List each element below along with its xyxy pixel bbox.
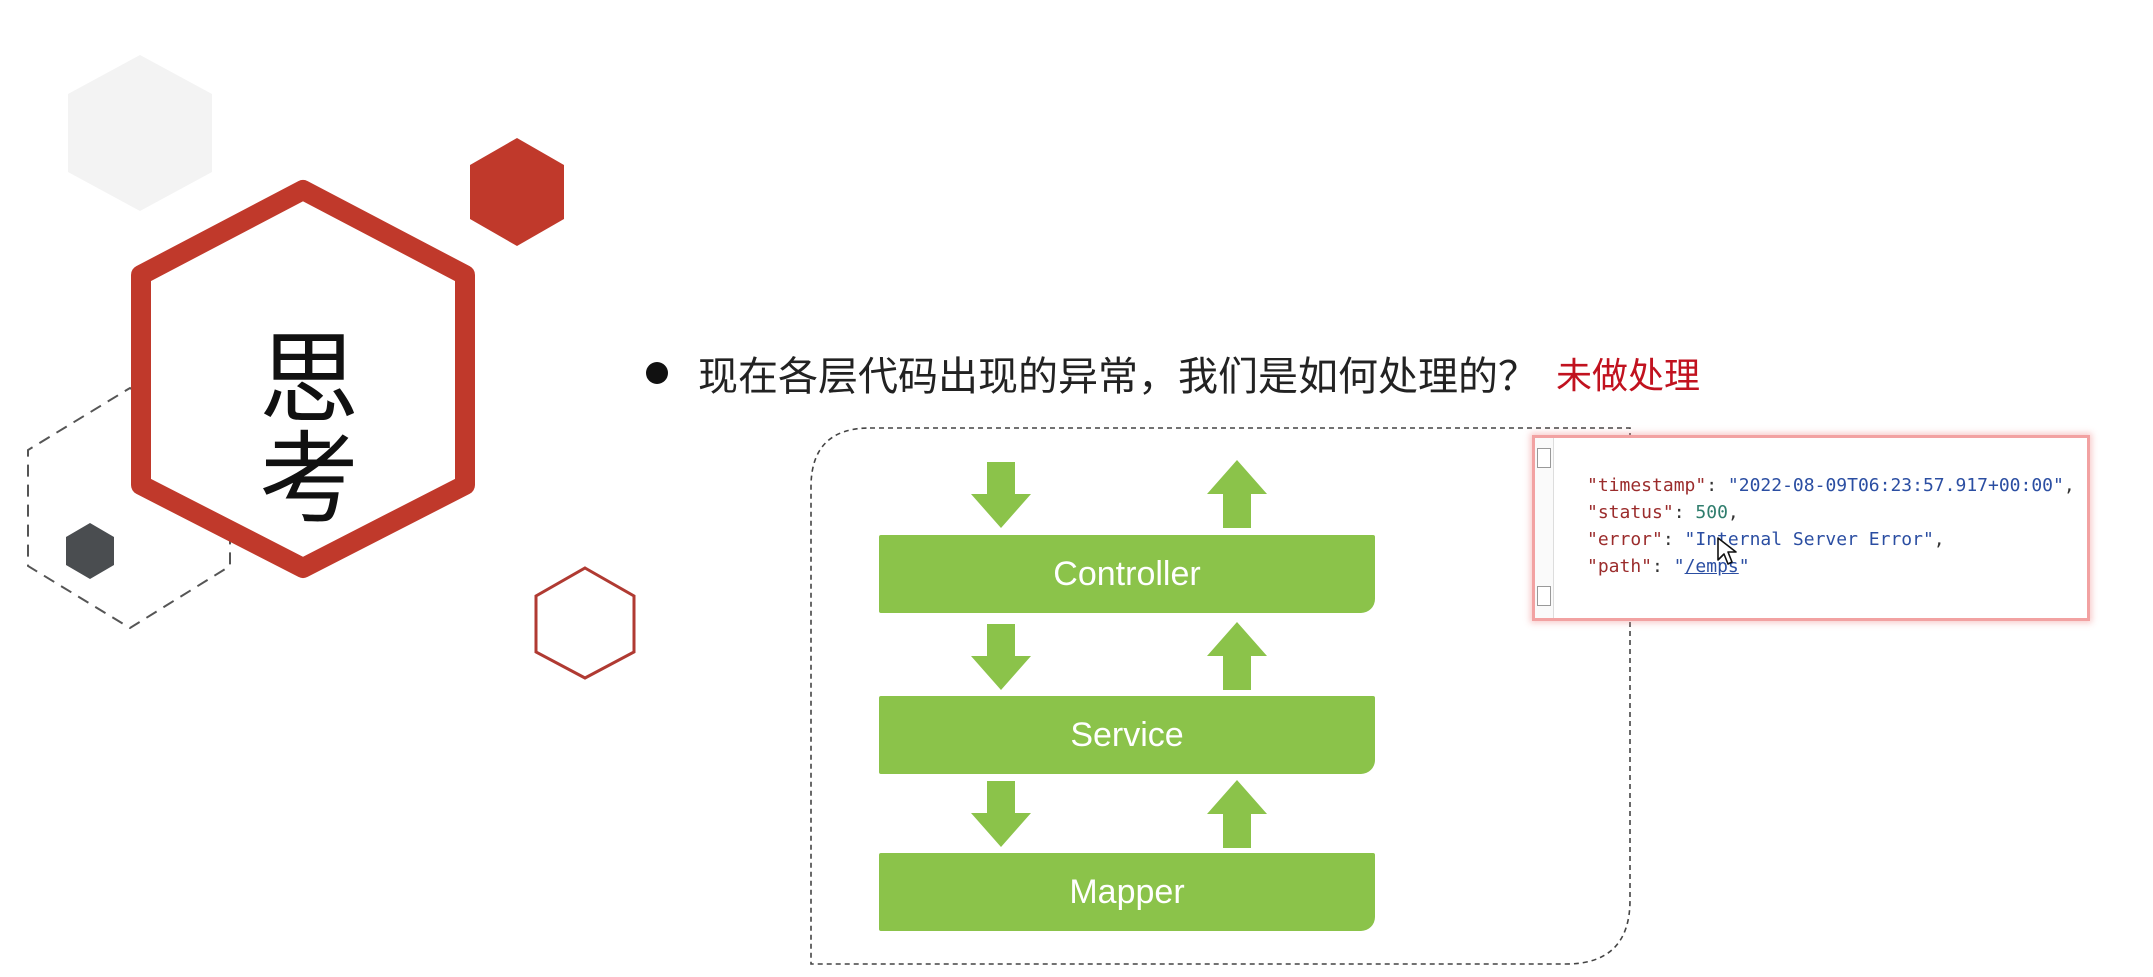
- json-key: "error": [1587, 529, 1663, 550]
- json-string: "2022-08-09T06:23:57.917+00:00": [1727, 475, 2064, 496]
- error-json-code: "timestamp": "2022-08-09T06:23:57.917+00…: [1587, 475, 2075, 577]
- path-link[interactable]: /emps: [1684, 556, 1739, 577]
- slide-title: 思考: [259, 321, 361, 538]
- bullet-icon: [646, 362, 668, 384]
- arrow-up-icon: [1207, 460, 1267, 528]
- error-response-box: "timestamp": "2022-08-09T06:23:57.917+00…: [1532, 435, 2090, 621]
- mouse-cursor-icon: [1717, 537, 1737, 565]
- main-hexagon-shape: [131, 180, 475, 578]
- fold-icon[interactable]: [1537, 586, 1551, 606]
- json-number: 500: [1695, 502, 1728, 523]
- layer-controller: Controller: [879, 535, 1375, 613]
- diagram-frame: [810, 427, 1631, 965]
- json-key: "path": [1587, 556, 1653, 577]
- json-key: "status": [1587, 502, 1674, 523]
- dark-hexagon-shape: [66, 523, 114, 579]
- arrow-down-icon: [971, 624, 1031, 690]
- arrow-down-icon: [971, 781, 1031, 847]
- fold-icon[interactable]: [1537, 448, 1551, 468]
- faint-hexagon-shape: [68, 55, 212, 211]
- question-line: 现在各层代码出现的异常，我们是如何处理的？ 未做处理: [646, 348, 1701, 400]
- json-key: "timestamp": [1587, 475, 1707, 496]
- arrow-up-icon: [1207, 780, 1267, 848]
- json-string: "Internal Server Error": [1684, 529, 1934, 550]
- fold-gutter: [1535, 438, 1554, 618]
- layer-service: Service: [879, 696, 1375, 774]
- dashed-hexagon-shape: [27, 386, 231, 630]
- answer-text: 未做处理: [1556, 356, 1701, 397]
- red-hexagon-shape: [470, 138, 564, 246]
- question-text: 现在各层代码出现的异常，我们是如何处理的？: [698, 354, 1538, 400]
- arrow-down-icon: [971, 462, 1031, 528]
- layer-mapper: Mapper: [879, 853, 1375, 931]
- outline-hexagon-shape: [534, 566, 636, 680]
- arrow-up-icon: [1207, 622, 1267, 690]
